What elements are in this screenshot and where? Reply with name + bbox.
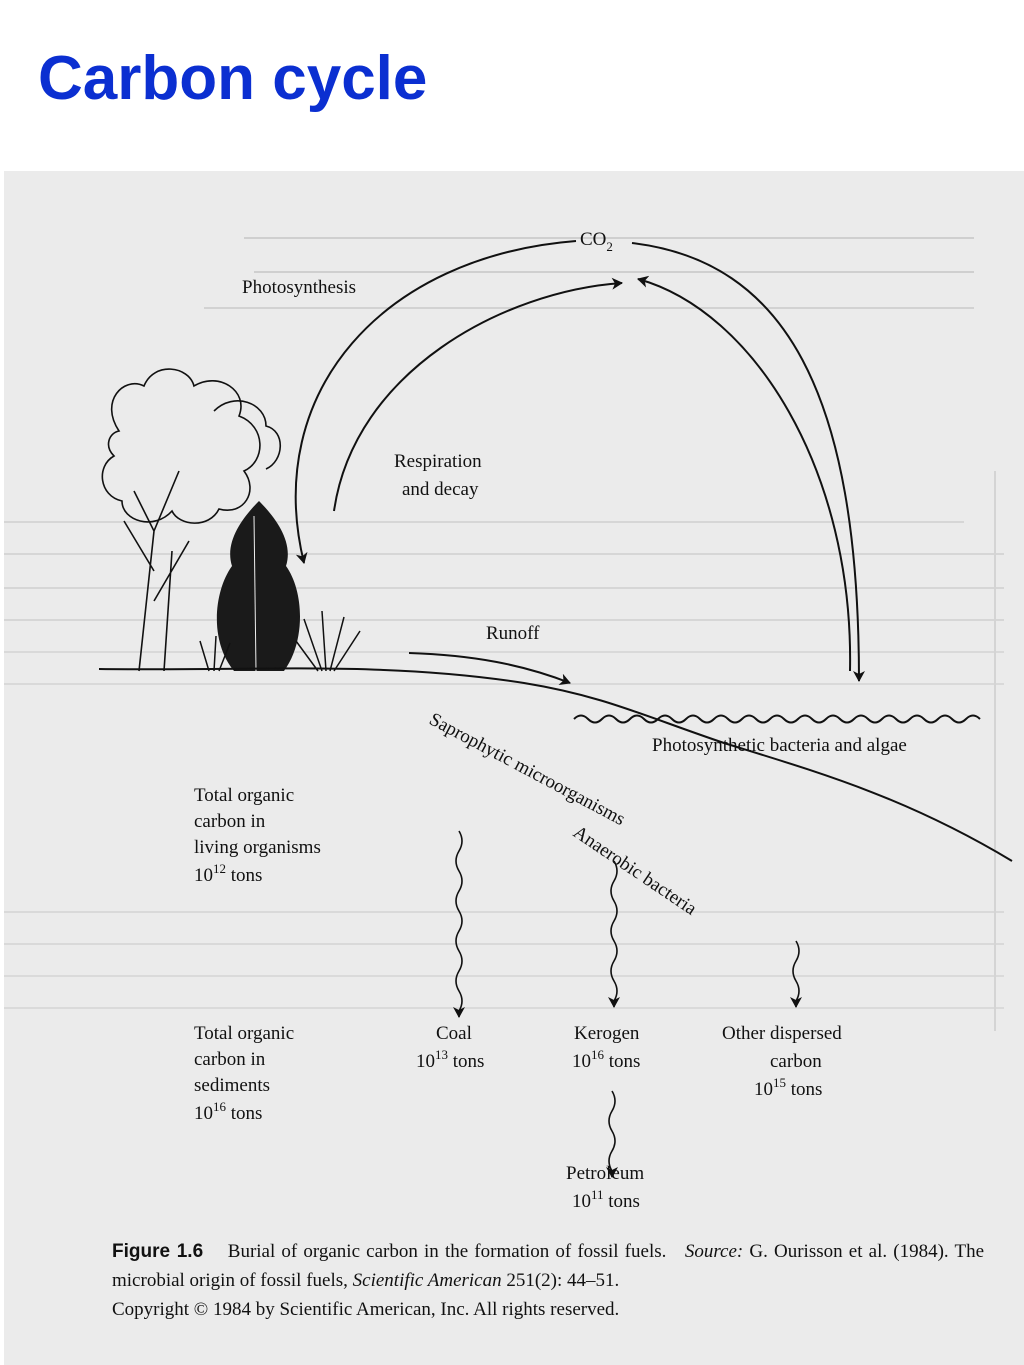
dispersed-carbon-line2: carbon xyxy=(770,1051,822,1072)
runoff-arrow xyxy=(408,652,571,685)
ground-surface-line xyxy=(98,667,1013,862)
grass-illustration xyxy=(199,610,361,672)
living-carbon-line1: Total organic xyxy=(194,785,294,806)
respiration-label-line1: Respiration xyxy=(394,451,482,472)
ocean-release-arrow xyxy=(637,275,852,672)
living-carbon-line2: carbon in xyxy=(194,811,266,832)
dispersed-carbon-arrow xyxy=(790,940,802,1008)
slide-title: Carbon cycle xyxy=(38,44,428,113)
copyright-notice: Copyright © 1984 by Scientific American,… xyxy=(112,1299,620,1320)
kerogen-amount: 1016 tons xyxy=(572,1047,640,1072)
ocean-uptake-arrow xyxy=(631,242,865,682)
figure-caption: Figure 1.6 Burial of organic carbon in t… xyxy=(112,1237,984,1324)
sediment-carbon-amount: 1016 tons xyxy=(194,1099,262,1124)
petroleum-amount: 1011 tons xyxy=(572,1187,640,1212)
runoff-label: Runoff xyxy=(486,623,540,644)
coal-label: Coal xyxy=(436,1023,472,1044)
bleed-through-texture xyxy=(4,237,1004,1031)
living-carbon-amount: 1012 tons xyxy=(194,861,262,886)
water-surface xyxy=(573,714,981,724)
caption-text: Burial of organic carbon in the formatio… xyxy=(227,1241,667,1262)
photosynthesis-arrow xyxy=(294,240,577,564)
anaerobic-label: Anaerobic bacteria xyxy=(569,822,701,920)
sediment-carbon-line2: carbon in xyxy=(194,1049,266,1070)
diagram-canvas: CO2 Photosynthesis Respiration and decay xyxy=(4,229,1013,1212)
dispersed-carbon-amount: 1015 tons xyxy=(754,1075,822,1100)
sediment-carbon-line1: Total organic xyxy=(194,1023,294,1044)
dispersed-carbon-line1: Other dispersed xyxy=(722,1023,842,1044)
shrub-illustration xyxy=(216,501,300,672)
sediment-carbon-line3: sediments xyxy=(194,1075,270,1096)
journal-name: Scientific American xyxy=(352,1270,502,1291)
coal-formation-arrow xyxy=(453,830,465,1018)
coal-amount: 1013 tons xyxy=(416,1047,484,1072)
kerogen-label: Kerogen xyxy=(574,1023,640,1044)
tree-illustration xyxy=(101,368,281,672)
saprophytic-label: Saprophytic microorganisms xyxy=(426,709,629,830)
kerogen-formation-arrow xyxy=(608,860,620,1008)
respiration-arrow xyxy=(333,277,623,512)
citation: 251(2): 44–51. xyxy=(506,1270,620,1291)
petroleum-label: Petroleum xyxy=(566,1163,644,1184)
source-label: Source: xyxy=(684,1241,744,1262)
co2-label: CO2 xyxy=(580,229,613,254)
photosynthetic-bacteria-label: Photosynthetic bacteria and algae xyxy=(652,735,907,756)
figure-label: Figure 1.6 xyxy=(112,1241,204,1262)
carbon-cycle-figure: CO2 Photosynthesis Respiration and decay xyxy=(4,171,1024,1365)
petroleum-formation-arrow xyxy=(606,1090,618,1178)
source-authors: G. Ourisson et al. (1984). The microbial… xyxy=(112,1241,985,1291)
respiration-label-line2: and decay xyxy=(402,479,479,500)
photosynthesis-label: Photosynthesis xyxy=(242,277,356,298)
living-carbon-line3: living organisms xyxy=(194,837,321,858)
